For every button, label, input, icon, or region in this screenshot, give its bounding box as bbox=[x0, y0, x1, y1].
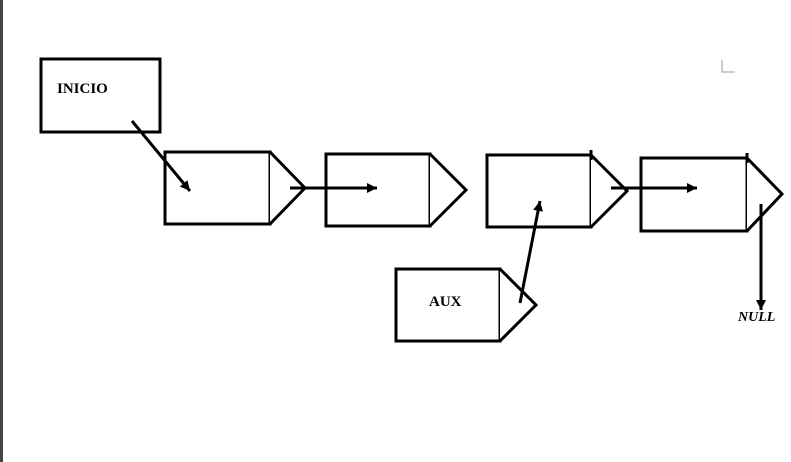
aux-box: AUX bbox=[394, 267, 539, 343]
arrow-inicio-to-node-1 bbox=[130, 120, 192, 192]
list-node-3 bbox=[485, 150, 630, 229]
aux-label: AUX bbox=[429, 294, 462, 310]
null-label: NULL bbox=[737, 310, 775, 325]
corner-mark bbox=[721, 60, 735, 73]
inicio-box: INICIO bbox=[39, 57, 162, 134]
list-node-2 bbox=[324, 152, 469, 228]
inicio-label: INICIO bbox=[57, 81, 108, 97]
arrow-aux-to-node-3 bbox=[518, 200, 543, 304]
list-node-4 bbox=[639, 153, 785, 233]
left-edge bbox=[0, 0, 3, 462]
